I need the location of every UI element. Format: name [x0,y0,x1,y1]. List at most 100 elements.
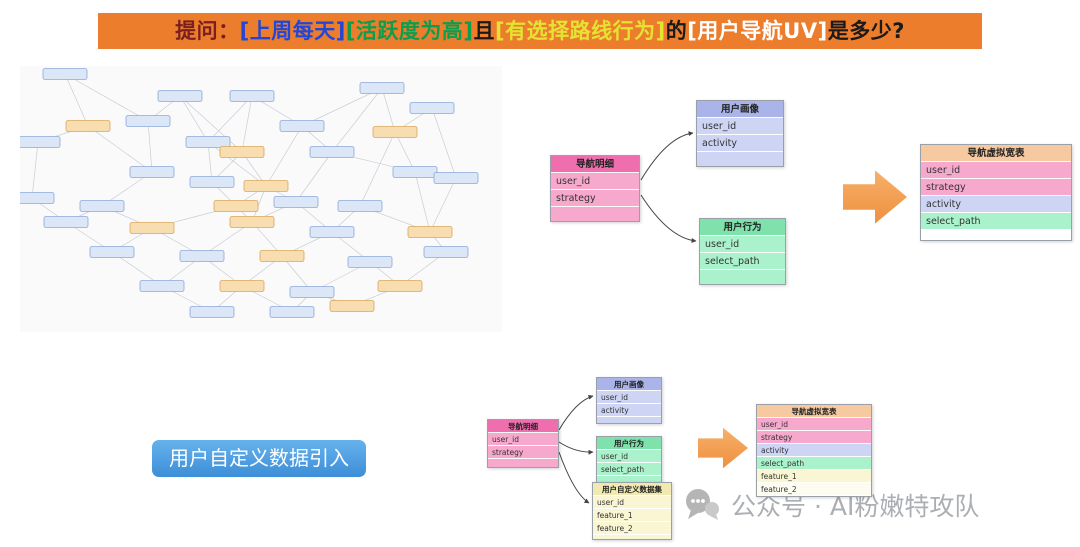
er-table-title: 用户画像 [597,378,661,391]
er-row: user_id [597,391,661,404]
banner-segment: [活跃度为高] [345,19,474,43]
relation-arrow [558,394,594,431]
relation-arrow [558,451,590,504]
graph-node [309,226,355,238]
banner-segment: 的 [665,19,688,43]
graph-node [185,136,231,148]
er-row: select_path [921,213,1071,230]
graph-node [409,102,455,114]
er-row: feature_1 [593,509,671,522]
graph-edge [147,120,153,173]
er-row: user_id [757,418,871,431]
graph-node [289,286,335,298]
transform-arrow [843,170,907,224]
chat-bubble-icon [686,489,719,520]
graph-node [259,250,305,262]
graph-node [139,280,185,292]
graph-edge [207,95,253,143]
graph-edge [251,185,267,223]
er-row: feature_2 [593,522,671,535]
graph-node [407,226,453,238]
graph-edge [429,177,457,233]
er-row: user_id [488,433,558,446]
graph-node [279,120,325,132]
graph-node [377,280,423,292]
er-row: strategy [921,179,1071,196]
er-row: activity [921,196,1071,213]
graph-node [157,90,203,102]
lineage-graph-panel [9,66,502,332]
graph-edge [414,171,431,233]
graph-edge [394,131,416,173]
graph-edge [207,141,213,183]
graph-node [15,136,61,148]
er-table-title: 导航明细 [488,420,558,433]
graph-edge [265,125,303,187]
er-row: user_id [551,173,639,190]
graph-edge [207,141,267,187]
graph-node [309,146,355,158]
er-row: feature_1 [757,470,871,483]
banner-segment: 提问： [175,19,240,43]
graph-edge [381,87,396,133]
er-table-footer [551,207,639,221]
graph-edge [64,73,89,127]
graph-node [129,222,175,234]
graph-node [372,126,418,138]
graph-edge [331,87,383,153]
er-row: user_id [700,236,785,253]
graph-node [229,216,275,228]
graph-node [125,115,171,127]
graph-node [243,180,289,192]
graph-node [79,200,125,212]
er-row: strategy [488,446,558,459]
er-row: user_id [697,118,783,135]
graph-node [129,166,175,178]
er-table-footer [488,459,558,467]
er-row: select_path [597,463,661,476]
er-row: user_id [593,496,671,509]
graph-node [219,146,265,158]
er-row: activity [697,135,783,152]
er-row: feature_2 [757,483,871,496]
er-table-title: 导航虚拟宽表 [921,145,1071,162]
er-row: strategy [551,190,639,207]
graph-node [423,246,469,258]
er-table-title: 用户行为 [597,437,661,450]
er-row: user_id [921,162,1071,179]
graph-edge [431,107,457,179]
er-table-title: 导航虚拟宽表 [757,405,871,418]
relation-arrow [640,131,694,181]
graph-node [337,200,383,212]
er-row: select_path [757,457,871,470]
er-table-footer [700,270,785,284]
graph-node [65,120,111,132]
transform-arrow [698,427,748,469]
er-table-title: 导航明细 [551,156,639,173]
graph-node [273,196,319,208]
graph-node [189,176,235,188]
graph-node [359,82,405,94]
er-table-footer [597,476,661,482]
er-table-footer [921,230,1071,240]
er-row: activity [757,444,871,457]
er-table-title: 用户画像 [697,101,783,118]
graph-node [42,68,88,80]
graph-edge [31,141,39,199]
er-table-footer [697,152,783,166]
banner-segment: [上周每天] [239,19,346,43]
er-row: activity [597,404,661,417]
er-table-footer [593,535,671,539]
graph-edge [87,125,153,173]
custom-data-import-label: 用户自定义数据引入 [152,440,366,477]
graph-node [89,246,135,258]
er-row: select_path [700,253,785,270]
graph-node [392,166,438,178]
relation-arrow [558,441,594,455]
